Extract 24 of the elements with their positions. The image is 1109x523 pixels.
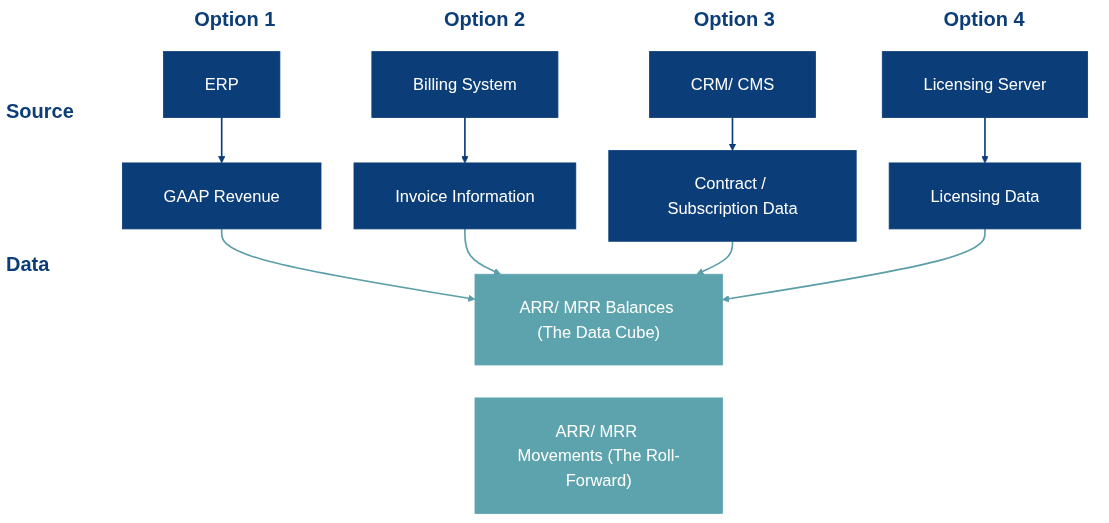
- arrow: [218, 116, 226, 164]
- row-heading: Source: [6, 100, 75, 123]
- node-box: Licensing Data: [888, 162, 1082, 230]
- node-box: CRM/ CMS: [649, 51, 816, 118]
- arrow: [728, 116, 737, 151]
- row-heading: Data: [6, 253, 51, 276]
- column-heading: Option 2: [444, 8, 526, 31]
- arrow: [461, 116, 469, 164]
- column-heading: Option 3: [693, 8, 775, 31]
- column-heading: Option 1: [194, 8, 276, 31]
- node-box: Contract / Subscription Data: [608, 150, 857, 242]
- node-box: ARR/ MRR Movements (The Roll-Forward): [474, 397, 723, 514]
- node-box: GAAP Revenue: [121, 162, 322, 230]
- arrow: [696, 240, 734, 275]
- arrow: [722, 228, 986, 303]
- node-box: Billing System: [371, 51, 559, 118]
- arrow: [220, 228, 476, 302]
- column-heading: Option 4: [943, 8, 1025, 31]
- node-box: ARR/ MRR Balances (The Data Cube): [474, 273, 723, 366]
- arrow: [981, 116, 989, 164]
- node-box: Invoice Information: [353, 162, 577, 230]
- node-box: Licensing Server: [881, 51, 1089, 118]
- node-box: ERP: [163, 51, 281, 118]
- arrow: [464, 228, 501, 275]
